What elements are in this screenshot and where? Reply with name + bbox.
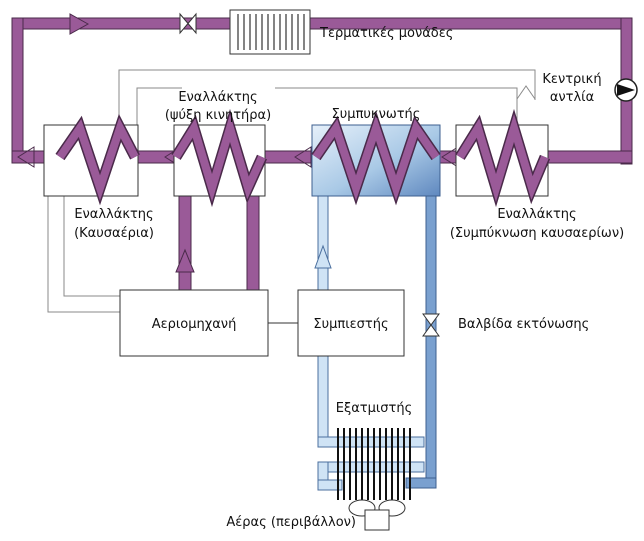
refrigerant-circuit — [314, 195, 437, 491]
label-central-pump: Κεντρική — [542, 72, 601, 87]
flow-arrow-left-icon — [294, 146, 312, 168]
label-hx-exhaust: Εναλλάκτης — [74, 207, 153, 222]
label-hx-condensation: Εναλλάκτης — [497, 207, 576, 222]
label-condenser: Συμπυκνωτής — [332, 107, 421, 122]
label-hx-cooling: (ψύξη κινητήρα) — [165, 108, 271, 123]
engine-cooling-loop — [175, 195, 260, 291]
label-central-pump: αντλία — [550, 90, 594, 105]
label-thermal-units: Τερματικές μονάδες — [319, 26, 453, 41]
flow-arrow-up-icon — [314, 244, 332, 269]
fan-icon — [348, 499, 406, 531]
label-gas-engine: Αεριομηχανή — [152, 317, 237, 332]
exhaust-gas-duct — [47, 69, 536, 313]
label-compressor: Συμπιεστής — [313, 317, 388, 332]
label-hx-cooling: Εναλλάκτης — [178, 90, 257, 105]
label-hx-exhaust: (Καυσαέρια) — [74, 226, 154, 241]
valve-icon — [179, 12, 197, 35]
flow-arrow-left-icon — [17, 146, 35, 168]
valve-icon — [422, 313, 440, 337]
label-ambient-air: Αέρας (περιβάλλον) — [226, 515, 356, 530]
thermal-units-radiator — [229, 9, 311, 55]
heat-exchanger-coils — [55, 108, 551, 208]
pump-icon — [614, 78, 638, 102]
label-hx-condensation: (Συμπύκνωση καυσαερίων) — [450, 226, 624, 241]
flow-arrow-left-icon — [69, 13, 90, 35]
evaporator-fins — [337, 428, 411, 500]
gas-engine-box — [119, 289, 269, 357]
label-expansion-valve: Βαλβίδα εκτόνωσης — [458, 317, 589, 332]
compressor-box — [297, 289, 405, 357]
label-evaporator: Εξατμιστής — [336, 401, 412, 416]
flow-arrow-up-icon — [175, 248, 195, 273]
